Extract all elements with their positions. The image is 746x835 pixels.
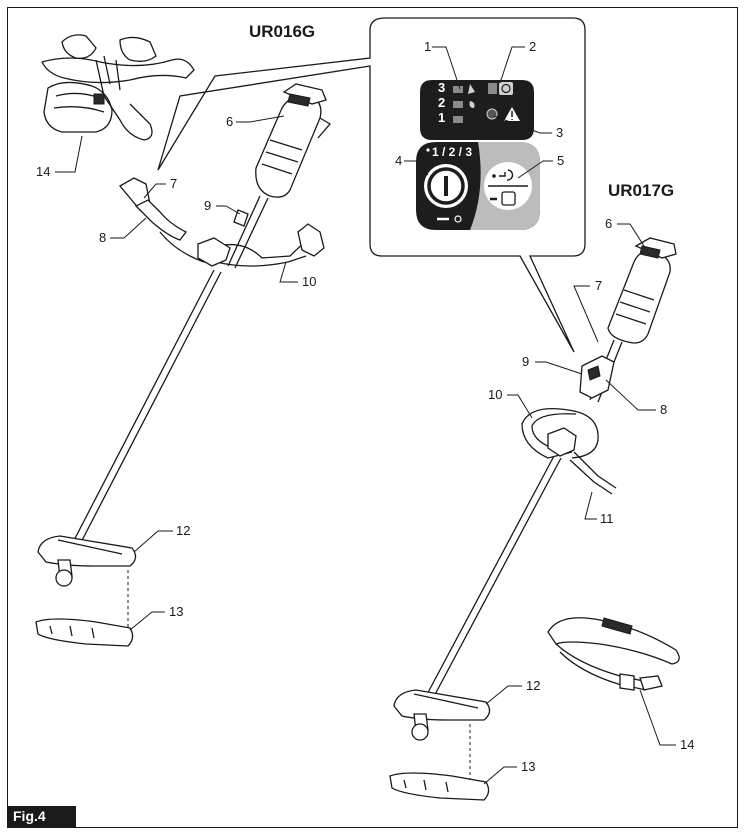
panel-level-1-label: 1 xyxy=(438,110,446,125)
left-callout-13: 13 xyxy=(169,604,184,619)
right-callout-6: 6 xyxy=(605,216,613,231)
figure-frame xyxy=(7,7,738,828)
reverse-lock-icon xyxy=(501,191,516,206)
right-callout-7: 7 xyxy=(595,278,603,293)
panel-leaders xyxy=(404,46,553,179)
right-trimmer xyxy=(389,237,677,801)
right-strap xyxy=(547,617,680,691)
leaf-icon xyxy=(469,101,475,108)
model-label-right: UR017G xyxy=(608,181,675,200)
left-callout-6: 6 xyxy=(226,114,234,129)
left-trimmer xyxy=(35,83,331,647)
panel-level-2-label: 2 xyxy=(438,95,446,110)
callout-1: 1 xyxy=(424,39,432,54)
callout-3: 3 xyxy=(556,125,564,140)
panel-mode-text: 1 / 2 / 3 xyxy=(432,145,473,159)
left-callout-9: 9 xyxy=(204,198,212,213)
reverse-arrow-icon xyxy=(499,169,514,181)
panel-level-3-label: 3 xyxy=(438,80,446,95)
blade-icon xyxy=(468,84,475,94)
callout-4: 4 xyxy=(395,153,403,168)
callout-5: 5 xyxy=(557,153,565,168)
left-callout-12: 12 xyxy=(176,523,191,538)
callout-2: 2 xyxy=(529,39,537,54)
right-callout-9: 9 xyxy=(522,354,530,369)
level-2-lamp xyxy=(453,101,463,108)
right-callout-13: 13 xyxy=(521,759,536,774)
left-leaders xyxy=(55,115,298,631)
left-callout-14: 14 xyxy=(36,164,51,179)
left-harness xyxy=(41,34,195,141)
right-callout-11: 11 xyxy=(600,511,614,526)
figure-label: Fig.4 xyxy=(8,806,76,827)
left-callout-8: 8 xyxy=(99,230,107,245)
right-callout-14: 14 xyxy=(680,737,695,752)
switch-panel xyxy=(416,142,540,230)
right-leaders xyxy=(483,223,676,785)
right-callout-10: 10 xyxy=(488,387,503,402)
level-1-lamp xyxy=(453,116,463,123)
left-callout-7: 7 xyxy=(170,176,178,191)
model-label-left: UR016G xyxy=(249,22,316,41)
reverse-rotation-lamp-icon xyxy=(488,82,513,95)
right-callout-12: 12 xyxy=(526,678,541,693)
level-3-lamp xyxy=(453,86,463,93)
warning-lamp-icon xyxy=(486,108,498,120)
right-callout-8: 8 xyxy=(660,402,668,417)
left-callout-10: 10 xyxy=(302,274,317,289)
